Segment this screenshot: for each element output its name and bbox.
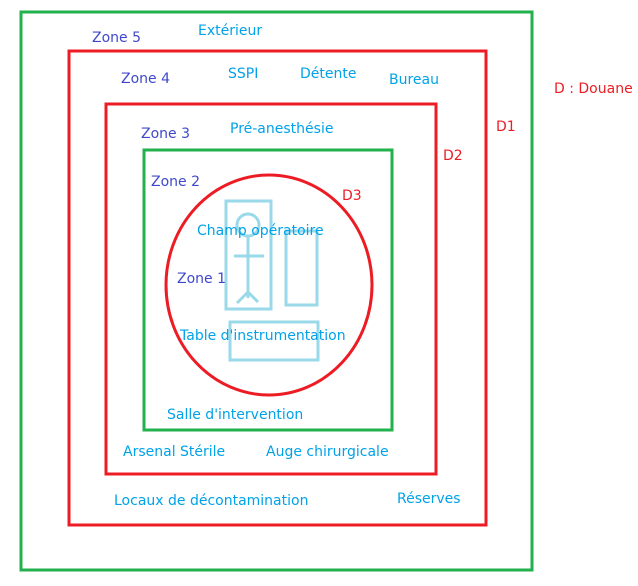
d1-boundary [67, 49, 488, 527]
surgeon-figure [224, 199, 273, 311]
zone-5-label: Zone 5 [92, 30, 141, 46]
instrument-table-shape [228, 320, 320, 362]
arsenal-sterile-label: Arsenal Stérile [123, 444, 225, 460]
zone-1-label: Zone 1 [177, 271, 226, 287]
zone-3-boundary [142, 148, 394, 432]
table-instrumentation-label: Table d'instrumentation [179, 328, 346, 344]
locaux-decontamination-label: Locaux de décontamination [114, 493, 308, 509]
d2-boundary [104, 102, 438, 476]
pre-anesthesie-label: Pré-anesthésie [230, 121, 333, 137]
zone-5-boundary [19, 10, 534, 572]
zone-2-label: Zone 2 [151, 174, 200, 190]
reserves-label: Réserves [397, 491, 461, 507]
exterieur-label: Extérieur [198, 23, 262, 39]
detente-label: Détente [300, 66, 356, 82]
legend-label: D : Douane [554, 81, 633, 97]
zone-3-label: Zone 3 [141, 126, 190, 142]
auge-chirurgicale-label: Auge chirurgicale [266, 444, 389, 460]
d1-label: D1 [496, 119, 516, 135]
champ-operatoire-label: Champ opératoire [197, 223, 324, 239]
sspi-label: SSPI [228, 66, 258, 82]
salle-intervention-label: Salle d'intervention [167, 407, 303, 423]
d3-boundary [164, 173, 374, 397]
zone-4-label: Zone 4 [121, 71, 170, 87]
d2-label: D2 [443, 148, 463, 164]
operating-table-shape [284, 229, 319, 307]
bureau-label: Bureau [389, 72, 439, 88]
d3-label: D3 [342, 188, 362, 204]
